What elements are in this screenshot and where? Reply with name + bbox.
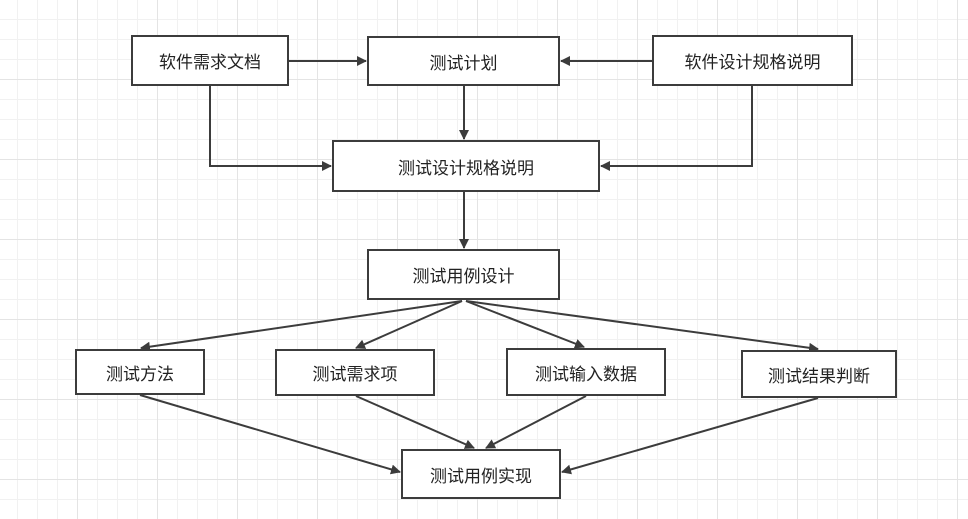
- node-label: 测试用例实现: [430, 466, 532, 487]
- node-software-requirements-doc: 软件需求文档: [131, 35, 289, 86]
- edge-treq-to-impl: [355, 395, 475, 449]
- edge-swspec-to-tdspec: [600, 86, 753, 171]
- node-label: 测试输入数据: [535, 364, 637, 385]
- node-label: 测试计划: [429, 53, 498, 74]
- edge-input-to-impl: [485, 395, 587, 449]
- node-label: 测试用例设计: [412, 267, 515, 287]
- edge-tcdesign-to-result: [465, 300, 819, 353]
- edge-tcdesign-to-input: [465, 300, 585, 349]
- node-test-design-spec: 测试设计规格说明: [332, 140, 600, 192]
- edge-tcdesign-to-treq: [355, 300, 463, 349]
- node-test-result-judgment: 测试结果判断: [741, 350, 897, 398]
- node-label: 测试结果判断: [768, 366, 870, 387]
- edge-tcdesign-to-method: [140, 300, 463, 352]
- node-test-input-data: 测试输入数据: [506, 348, 666, 396]
- node-test-requirement-item: 测试需求项: [275, 349, 435, 396]
- edge-method-to-impl: [139, 394, 401, 475]
- node-test-case-design: 测试用例设计: [367, 249, 560, 300]
- node-label: 测试方法: [106, 364, 174, 385]
- node-software-design-spec: 软件设计规格说明: [652, 35, 853, 86]
- edge-req-to-tdspec: [209, 86, 332, 171]
- edge-result-to-impl: [561, 397, 819, 475]
- node-test-case-implementation: 测试用例实现: [401, 449, 561, 499]
- node-test-method: 测试方法: [75, 349, 205, 395]
- node-label: 软件需求文档: [159, 53, 261, 73]
- node-test-plan: 测试计划: [367, 36, 560, 86]
- node-label: 软件设计规格说明: [684, 53, 821, 73]
- node-label: 测试需求项: [312, 365, 398, 385]
- node-label: 测试设计规格说明: [398, 158, 534, 179]
